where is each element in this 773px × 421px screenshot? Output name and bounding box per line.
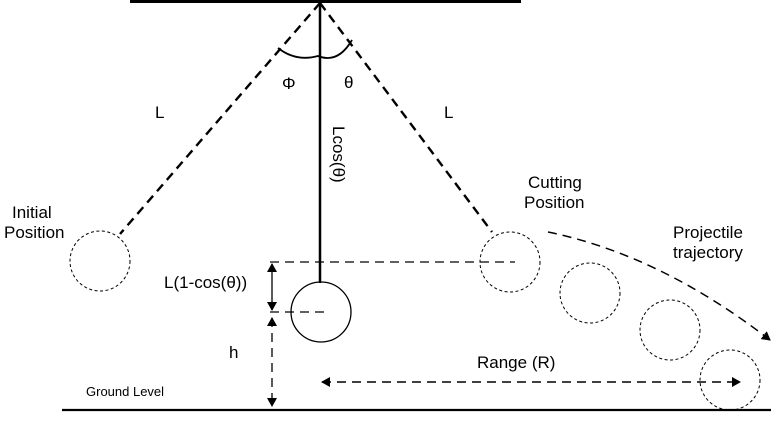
- angle-arc: [277, 39, 353, 59]
- phi-label: Φ: [282, 74, 296, 93]
- cutting-label-line2: Position: [524, 193, 584, 212]
- height-label: h: [229, 343, 238, 362]
- height-drop-label: L(1-cos(θ)): [164, 273, 247, 292]
- length-left-label: L: [155, 103, 164, 122]
- initial-label-line1: Initial: [12, 203, 52, 222]
- ball-trajectory-1: [559, 262, 621, 324]
- string-initial: [119, 2, 321, 235]
- projectile-label-line2: trajectory: [673, 243, 743, 262]
- ball-trajectory-2: [639, 299, 701, 361]
- length-right-label: L: [444, 103, 453, 122]
- range-label: Range (R): [477, 353, 555, 372]
- ground-label: Ground Level: [86, 384, 164, 399]
- ball-initial: [69, 230, 131, 292]
- vertical-length-label: Lcos(θ): [329, 126, 348, 183]
- projectile-trajectory: [547, 231, 771, 341]
- initial-label-line2: Position: [4, 223, 64, 242]
- theta-label: θ: [344, 73, 353, 92]
- string-cutting: [319, 2, 493, 233]
- projectile-label-line1: Projectile: [673, 223, 743, 242]
- cutting-label-line1: Cutting: [528, 173, 582, 192]
- ball-landing: [699, 349, 761, 411]
